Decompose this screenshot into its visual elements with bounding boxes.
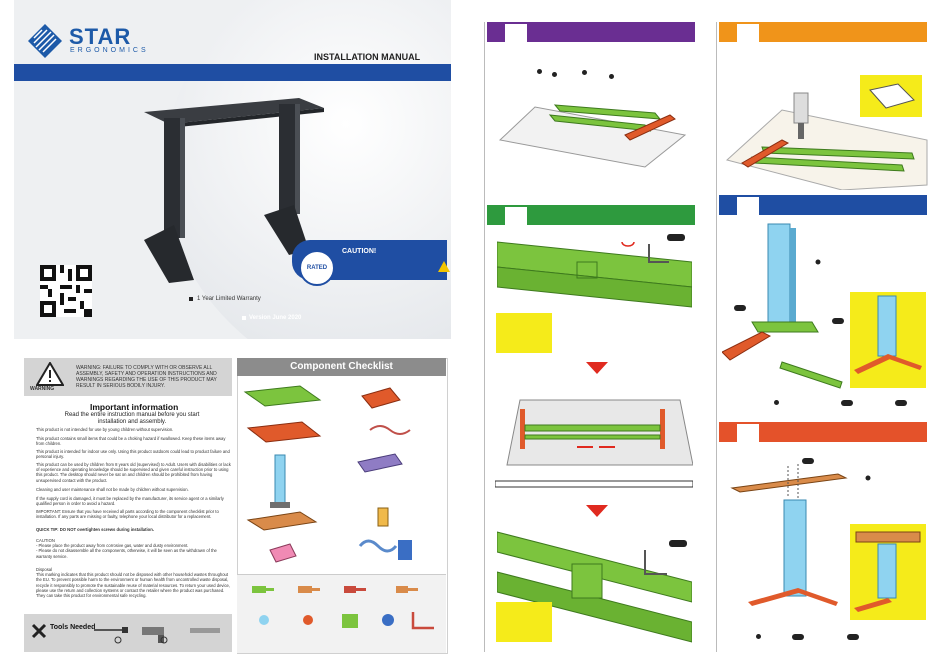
step-1-header — [487, 22, 695, 42]
hardware-icons — [252, 586, 434, 630]
detail-callout — [496, 313, 552, 353]
tools-icon — [31, 623, 47, 639]
paragraph: If the supply cord is damaged, it must b… — [36, 496, 224, 507]
rated-badge: RATED — [299, 250, 335, 286]
paragraph: This product is intended for indoor use … — [36, 449, 230, 460]
hardware-dot — [756, 634, 761, 639]
star-logo-icon — [28, 24, 62, 58]
paragraph: This product can be used by children fro… — [36, 462, 231, 483]
step-2-header — [719, 22, 927, 42]
warning-text: WARNING: FAILURE TO COMPLY WITH OR OBSER… — [76, 365, 217, 389]
detail-callout — [496, 602, 552, 642]
step-1-illustration — [498, 104, 687, 168]
warning-triangle-icon — [36, 362, 64, 386]
paragraph: This product contains small items that c… — [36, 436, 226, 447]
step-5-detail — [854, 531, 921, 612]
column-divider — [716, 22, 717, 652]
step-number-box — [505, 207, 527, 225]
hardware-pill-icon — [832, 318, 844, 324]
step-3-illustration — [497, 234, 692, 308]
warning-icon — [438, 261, 450, 272]
manual-title: INSTALLATION MANUAL — [314, 52, 421, 62]
step-4-detail — [854, 295, 922, 374]
brand-name: STAR — [69, 24, 132, 49]
hardware-row — [237, 574, 446, 653]
important-info-title: Important information — [90, 402, 179, 412]
step-number-box — [505, 24, 527, 42]
cover-panel: STAR ERGONOMICS INSTALLATION MANUAL RATE… — [14, 0, 451, 339]
step-5-illustration — [730, 464, 871, 606]
down-arrow-icon — [586, 362, 608, 374]
hardware-pill-icon — [734, 305, 746, 311]
column-divider — [484, 22, 485, 652]
paragraph: QUICK TIP: DO NOT overtighten screws dur… — [36, 527, 154, 532]
step-3-layout-illustration — [495, 399, 693, 488]
warranty-text: 1 Year Limited Warranty — [197, 296, 261, 302]
version-text: Version June 2020 — [249, 315, 302, 321]
step-3-header — [487, 205, 695, 225]
important-info-subtitle: Read the entire instruction manual befor… — [64, 412, 200, 425]
desktop-panel-icon — [869, 83, 915, 109]
hardware-dot — [552, 72, 557, 77]
qr-code — [40, 265, 92, 317]
step-3-joint-illustration — [497, 531, 692, 643]
warning-label: WARNING — [30, 386, 55, 392]
hardware-dot — [774, 400, 779, 405]
paragraph: Cleaning and user maintenance shall not … — [36, 487, 189, 492]
hardware-pill-icon — [792, 634, 804, 640]
paragraph: IMPORTANT: Ensure that you have received… — [36, 509, 219, 520]
bullet-icon — [189, 297, 193, 301]
tools-needed-label: Tools Needed — [50, 624, 96, 631]
checklist-title: Component Checklist — [237, 358, 446, 376]
desk-frame-illustration — [144, 98, 324, 283]
step-number-box — [737, 197, 759, 215]
caution-title: CAUTION! — [342, 248, 377, 255]
step-number-box — [737, 24, 759, 42]
hardware-pill-icon — [841, 400, 853, 406]
checklist-parts — [243, 385, 412, 563]
step-4-illustration — [722, 223, 843, 389]
step-2-illustration — [725, 92, 928, 190]
hardware-pill-icon — [895, 400, 907, 406]
hardware-dot — [537, 69, 542, 74]
bullet-icon — [242, 316, 246, 320]
hardware-pill-icon — [802, 458, 814, 464]
paragraph: CAUTION - Please place the product away … — [36, 538, 217, 559]
paragraph: Disposal This marking indicates that thi… — [36, 567, 231, 599]
cover-band — [14, 64, 451, 81]
hardware-pill-icon — [847, 634, 859, 640]
hardware-dot — [609, 74, 614, 79]
paragraph: This product is not intended for use by … — [36, 427, 174, 432]
step-number-box — [737, 424, 759, 442]
hardware-dot — [582, 70, 587, 75]
step-5-header — [719, 422, 927, 442]
down-arrow-icon — [586, 505, 608, 517]
tools-illustration — [94, 627, 220, 644]
brand-subtitle: ERGONOMICS — [70, 47, 149, 54]
step-4-header — [719, 195, 927, 215]
